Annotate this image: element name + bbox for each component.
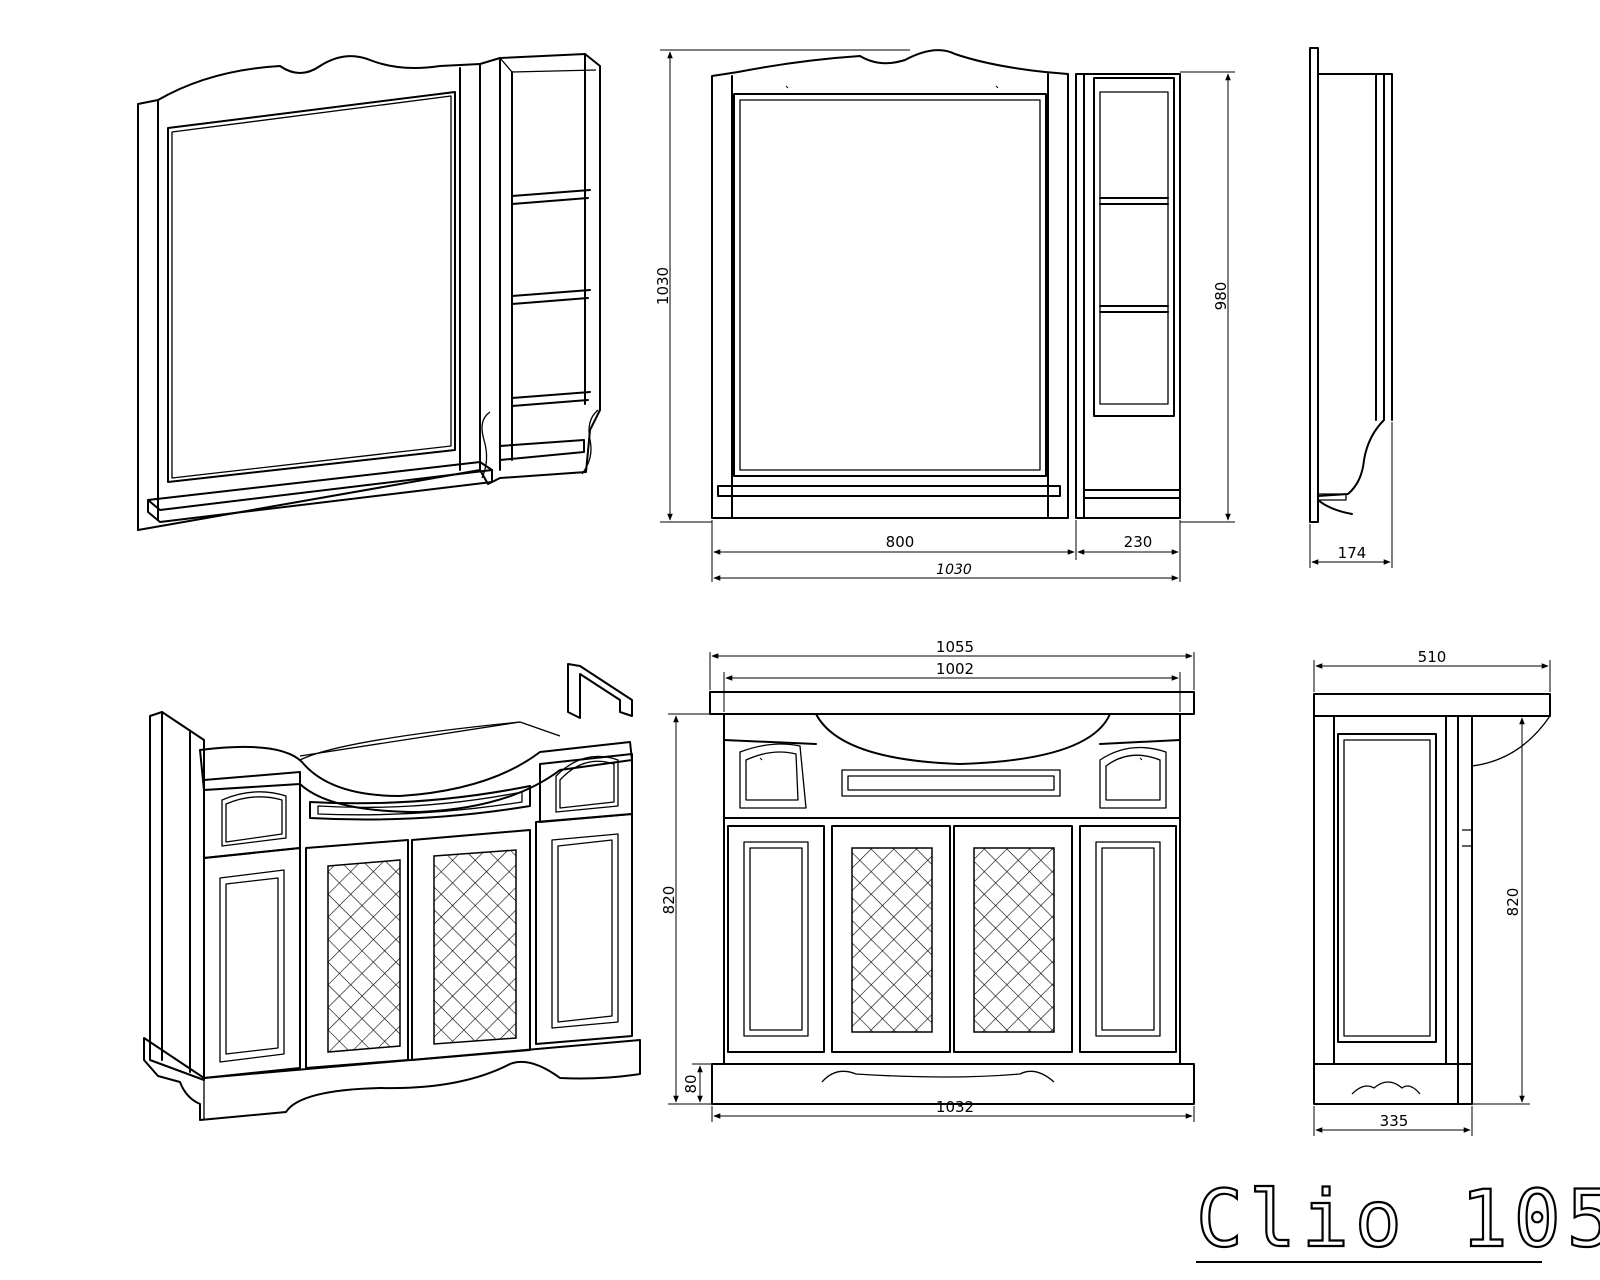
dim-mirror-cabinet-height: 980 (1212, 282, 1230, 311)
title-block: Clio 105 (1195, 1174, 1600, 1266)
dim-vanity-side-height: 820 (1504, 888, 1522, 917)
mirror-isometric-view (137, 53, 601, 531)
dim-vanity-base-width: 1032 (936, 1098, 974, 1116)
dim-vanity-height: 820 (660, 886, 678, 915)
dim-vanity-top-depth: 510 (1418, 648, 1447, 666)
dim-mirror-depth: 174 (1338, 544, 1367, 562)
dim-mirror-height-overall: 1030 (654, 267, 672, 305)
dim-vanity-top-width: 1055 (936, 638, 974, 656)
mirror-side-view: 174 (1309, 47, 1393, 568)
mirror-front-view: 1030 980 800 230 1030 (654, 49, 1235, 582)
vanity-front-view: 1055 1002 820 80 1032 (660, 638, 1195, 1122)
dim-vanity-inner-width: 1002 (936, 660, 974, 678)
dim-vanity-plinth-height: 80 (682, 1074, 700, 1093)
dim-mirror-total-width: 1030 (936, 562, 972, 578)
vanity-side-view: 510 820 335 (1313, 648, 1551, 1136)
drawing-title: Clio 105 (1196, 1175, 1600, 1265)
vanity-isometric-view (143, 663, 641, 1121)
dim-mirror-cabinet-width: 230 (1124, 533, 1153, 551)
dim-mirror-width: 800 (886, 533, 915, 551)
dim-vanity-base-depth: 335 (1380, 1112, 1409, 1130)
